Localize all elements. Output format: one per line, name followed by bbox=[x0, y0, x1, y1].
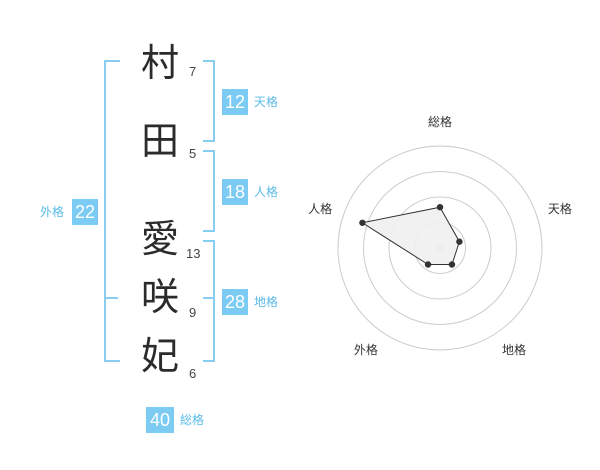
tenkaku-value-badge: 12 bbox=[222, 89, 248, 115]
name-char-1: 村 bbox=[141, 41, 180, 85]
gaikaku-bracket-tick bbox=[104, 297, 118, 299]
name-char-4: 咲 bbox=[141, 275, 180, 319]
stroke-count-5: 6 bbox=[189, 366, 197, 381]
name-char-5: 妃 bbox=[141, 334, 180, 378]
soukaku-label: 総格 bbox=[180, 413, 205, 427]
tenkaku-bracket bbox=[203, 60, 215, 142]
stroke-count-3: 13 bbox=[186, 246, 201, 261]
jinkaku-bracket bbox=[203, 150, 215, 232]
gaikaku-label: 外格 bbox=[40, 205, 65, 219]
radar-ring bbox=[337, 145, 543, 351]
radar-point-5 bbox=[359, 219, 366, 226]
radar-axis-label-4: 外格 bbox=[354, 342, 378, 357]
radar-ring bbox=[388, 196, 492, 300]
chikaku-label: 地格 bbox=[254, 295, 279, 309]
radar-point-4 bbox=[424, 261, 432, 268]
jinkaku-label: 人格 bbox=[254, 185, 279, 199]
radar-ring bbox=[363, 171, 517, 325]
chikaku-value-badge: 28 bbox=[222, 289, 248, 315]
chikaku-bracket-tick bbox=[203, 297, 215, 299]
jinkaku-value-badge: 18 bbox=[222, 179, 248, 205]
radar-point-1 bbox=[436, 204, 444, 211]
stroke-count-1: 7 bbox=[189, 64, 197, 79]
stroke-count-4: 9 bbox=[189, 305, 197, 320]
radar-point-2 bbox=[456, 238, 463, 245]
soukaku-value-badge: 40 bbox=[146, 407, 174, 433]
radar-axis-label-3: 地格 bbox=[502, 342, 526, 357]
radar-axis-label-5: 人格 bbox=[308, 201, 332, 216]
chikaku-bracket bbox=[203, 240, 215, 362]
radar-polygon bbox=[361, 206, 460, 266]
name-char-3: 愛 bbox=[141, 217, 180, 261]
radar-axis-label-2: 天格 bbox=[548, 201, 572, 216]
radar-axis-label-1: 総格 bbox=[428, 114, 452, 129]
stroke-count-2: 5 bbox=[189, 146, 197, 161]
tenkaku-label: 天格 bbox=[254, 95, 279, 109]
radar-point-3 bbox=[448, 261, 456, 268]
gaikaku-value-badge: 22 bbox=[72, 199, 98, 225]
name-char-2: 田 bbox=[141, 119, 180, 163]
gaikaku-bracket bbox=[104, 60, 120, 362]
